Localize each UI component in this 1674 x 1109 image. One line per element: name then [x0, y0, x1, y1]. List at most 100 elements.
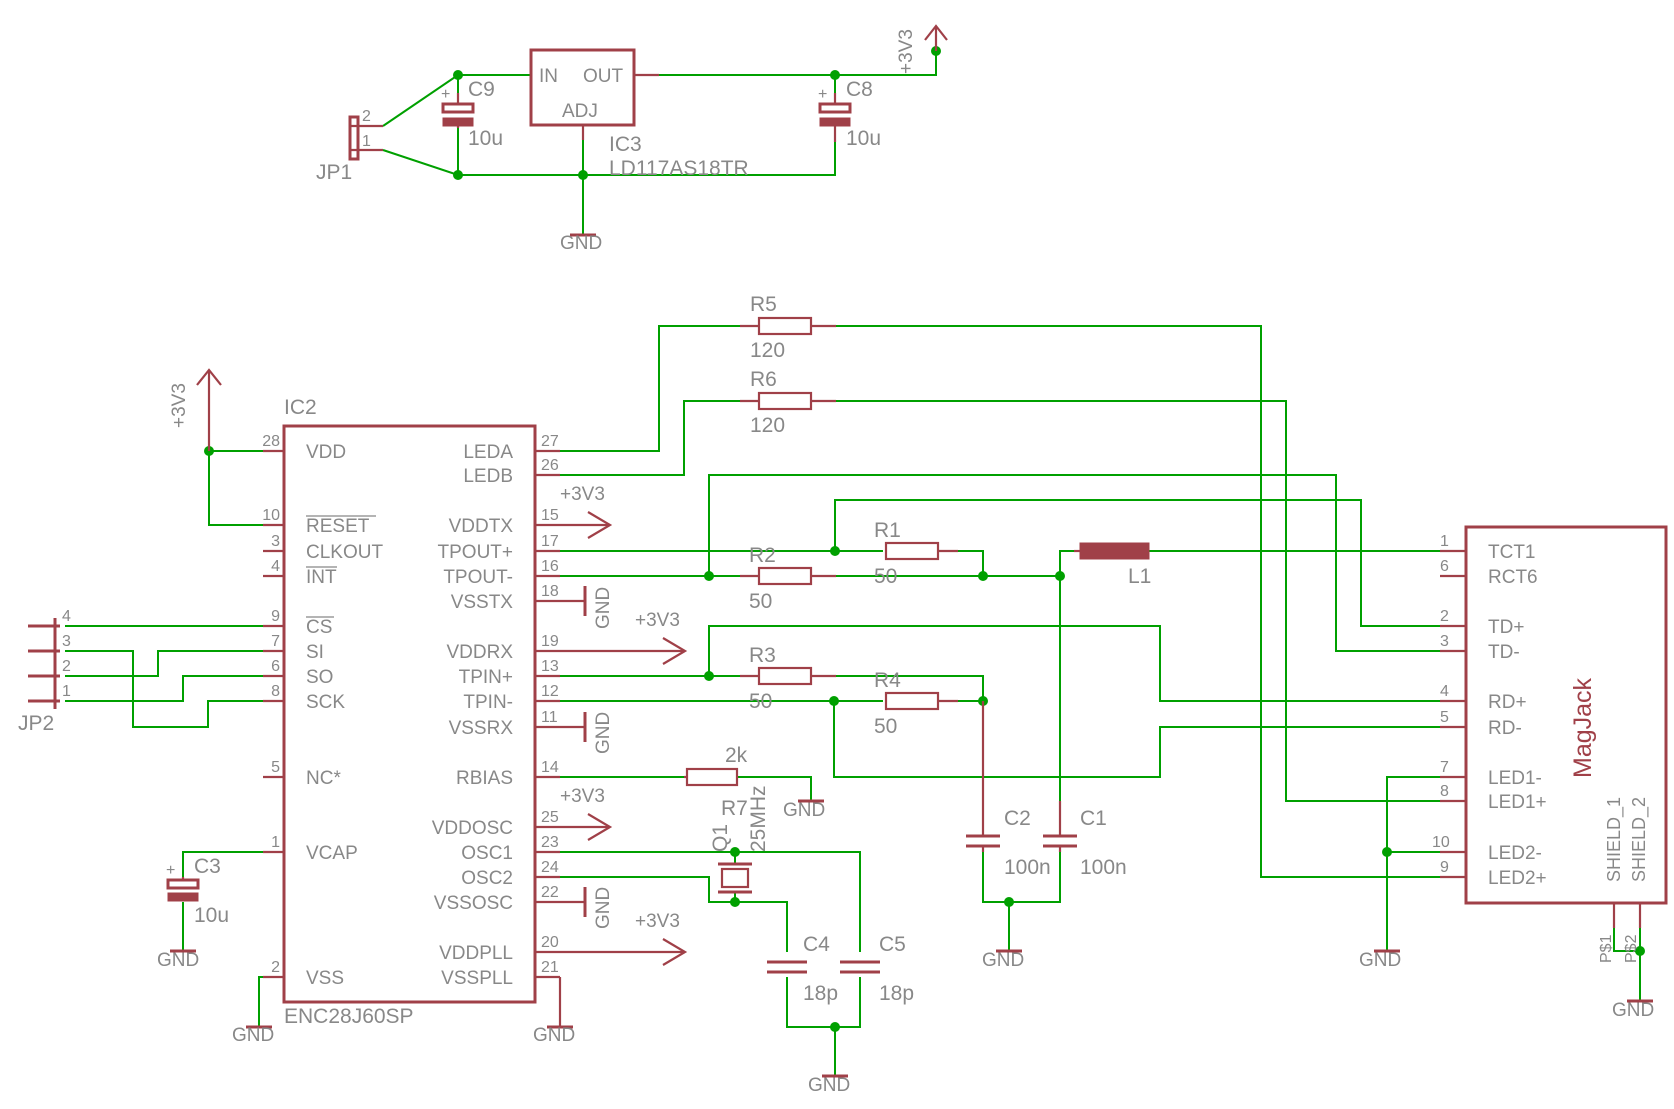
connector-jp2: 4 3 2 1 JP2 [18, 608, 71, 735]
resistor-r6: R6 120 [740, 368, 836, 437]
jp2-pin-2: 2 [62, 658, 71, 675]
v33-vddpll-label: +3V3 [635, 911, 680, 932]
reg-ref: IC3 [609, 133, 642, 156]
jp1-pin-2: 2 [362, 108, 371, 125]
reg-out-pin: OUT [583, 66, 624, 87]
c1-value: 100n [1080, 856, 1127, 879]
inductor-l1: L1 [1074, 542, 1151, 588]
enc-pin-reset: RESET [306, 516, 370, 537]
mj-pin-num-9: 9 [1440, 859, 1449, 876]
mj-pin-num-4: 4 [1440, 683, 1449, 700]
enc-pin-vssosc: VSSOSC [434, 893, 513, 914]
gnd-led-label: GND [1359, 950, 1401, 971]
mj-pin-num-8: 8 [1440, 783, 1449, 800]
c8-ref: C8 [846, 78, 873, 101]
c2-ref: C2 [1004, 807, 1031, 830]
mj-shield-2: SHIELD_2 [1629, 797, 1650, 882]
v33-vddrx-label: +3V3 [635, 610, 680, 631]
enc-pin-vsstx: VSSTX [451, 592, 514, 613]
enc-pin-vssrx: VSSRX [449, 718, 514, 739]
power-3v3-arrows: +3V3 +3V3 +3V3 +3V3 [560, 484, 688, 966]
enc-pin-vddtx: VDDTX [449, 516, 514, 537]
connector-jp1: 2 1 JP1 [316, 108, 383, 184]
power-3v3-top: +3V3 [896, 24, 948, 74]
c4-ref: C4 [803, 933, 830, 956]
mj-pin-rd-plus: RD+ [1488, 692, 1527, 713]
reg-part: LD117AS18TR [609, 157, 749, 180]
c8-value: 10u [846, 127, 881, 150]
r2-value: 50 [749, 590, 772, 613]
mj-pin-num-2: 2 [1440, 608, 1449, 625]
mj-pin-num-7: 7 [1440, 759, 1449, 776]
enc-part: ENC28J60SP [284, 1005, 414, 1028]
mj-pin-num-6: 6 [1440, 558, 1449, 575]
enc-pin-num-24: 24 [541, 859, 559, 876]
enc-right-pins: 27 26 15 17 16 18 19 13 12 11 14 25 23 2… [432, 433, 560, 989]
enc-pin-vsspll: VSSPLL [441, 968, 513, 989]
gnd-vssosc-label: GND [593, 887, 614, 929]
jp2-pin-4: 4 [62, 608, 71, 625]
enc-pin-num-7: 7 [271, 633, 280, 650]
gnd-regulator: GND [560, 233, 602, 254]
enc-pin-osc1: OSC1 [461, 843, 513, 864]
r1-value: 50 [874, 565, 897, 588]
enc-pin-vddpll: VDDPLL [439, 943, 513, 964]
c9-value: 10u [468, 127, 503, 150]
mj-pin-td-plus: TD+ [1488, 617, 1524, 638]
resistor-r3: R3 50 [740, 644, 836, 713]
resistor-r2: R2 50 [740, 544, 836, 613]
enc-pin-num-27: 27 [541, 433, 559, 450]
enc-pin-num-25: 25 [541, 809, 559, 826]
r5-value: 120 [750, 339, 785, 362]
magjack-ref: MagJack [1569, 677, 1597, 778]
mj-pin-num-1: 1 [1440, 533, 1449, 550]
jp2-pin-1: 1 [62, 683, 71, 700]
capacitor-c2: C2 100n [966, 701, 1051, 879]
gnd-vcap-label: GND [157, 950, 199, 971]
enc-pin-num-6: 6 [271, 658, 280, 675]
jp2-ref: JP2 [18, 712, 54, 735]
enc-pin-num-28: 28 [262, 433, 280, 450]
enc-pin-num-15: 15 [541, 507, 559, 524]
enc-pin-num-9: 9 [271, 608, 280, 625]
jp1-pin-1: 1 [362, 133, 371, 150]
r3-value: 50 [749, 690, 772, 713]
regulator-ic3: IN OUT ADJ IC3 LD117AS18TR [529, 48, 749, 180]
v33-top-label: +3V3 [896, 29, 917, 74]
enc-pin-vddrx: VDDRX [446, 642, 513, 663]
enc-pin-num-13: 13 [541, 658, 559, 675]
mj-pin-led2-plus: LED2+ [1488, 868, 1547, 889]
wires [65, 51, 1641, 1076]
enc-pin-tpin-plus: TPIN+ [459, 667, 513, 688]
gnd-rbias-label: GND [783, 800, 825, 821]
gnd-vssrx-label: GND [593, 712, 614, 754]
v33-vddosc-label: +3V3 [560, 786, 605, 807]
mj-pin-rct6: RCT6 [1488, 567, 1538, 588]
enc-pin-tpout-plus: TPOUT+ [438, 542, 513, 563]
l1-ref: L1 [1128, 565, 1151, 588]
enc-pin-num-17: 17 [541, 533, 559, 550]
mj-shield-pin-2: P$2 [1623, 934, 1640, 963]
enc-pin-nc: NC* [306, 768, 341, 789]
enc-pin-so: SO [306, 667, 333, 688]
enc-pin-num-16: 16 [541, 558, 559, 575]
capacitor-c9: + C9 10u [441, 78, 503, 150]
c9-ref: C9 [468, 78, 495, 101]
resistor-r1: R1 50 [874, 519, 958, 588]
r4-ref: R4 [874, 669, 901, 692]
gnd-shield-label: GND [1612, 1000, 1654, 1021]
c4-value: 18p [803, 982, 838, 1005]
capacitor-c5: C5 18p [840, 933, 914, 1005]
capacitor-c3: + C3 10u [166, 855, 229, 927]
gnd-bottom-symbols: GND GND GND GND GND GND GND GND [157, 799, 1654, 1096]
enc-pin-num-23: 23 [541, 834, 559, 851]
junction-dots [204, 46, 1645, 1032]
c1-ref: C1 [1080, 807, 1107, 830]
gnd-label: GND [560, 233, 602, 254]
capacitor-c1: C1 100n [1043, 801, 1127, 879]
gnd-crystal-label: GND [808, 1075, 850, 1096]
gnd-side-symbols: GND GND GND [560, 586, 614, 929]
enc-pin-num-3: 3 [271, 533, 280, 550]
gnd-vsstx-label: GND [593, 587, 614, 629]
